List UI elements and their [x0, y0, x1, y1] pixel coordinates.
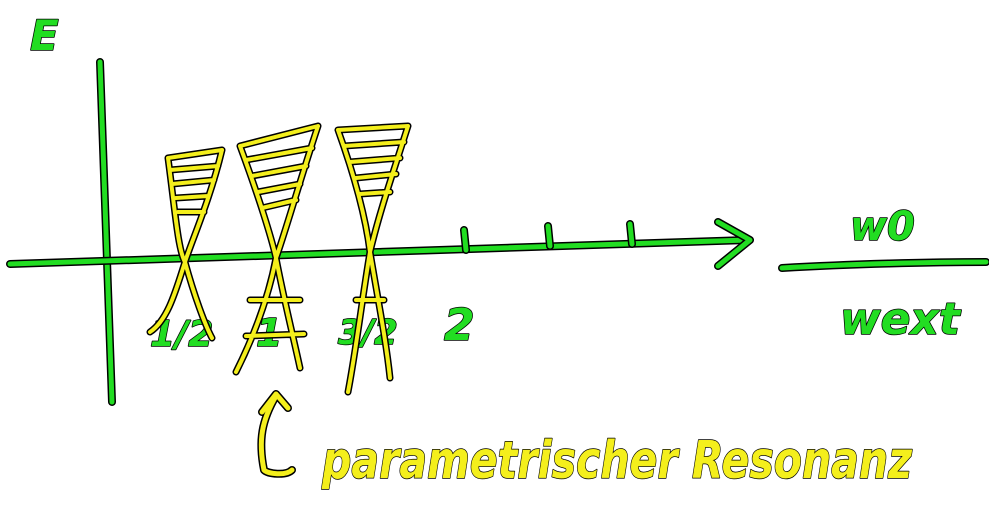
- instability-region-one: [232, 122, 322, 376]
- instability-region-three-halves: [334, 122, 412, 396]
- instability-region-half: [146, 146, 226, 342]
- axes: [6, 58, 989, 406]
- annotation-label: parametrischer Resonanz: [321, 431, 912, 491]
- ratio-denominator: wext: [840, 294, 962, 345]
- tick-label-two: 2: [444, 300, 475, 351]
- up-arrow-icon: [257, 390, 296, 478]
- ratio-numerator: w0: [850, 204, 915, 250]
- y-axis-label: E: [30, 11, 59, 60]
